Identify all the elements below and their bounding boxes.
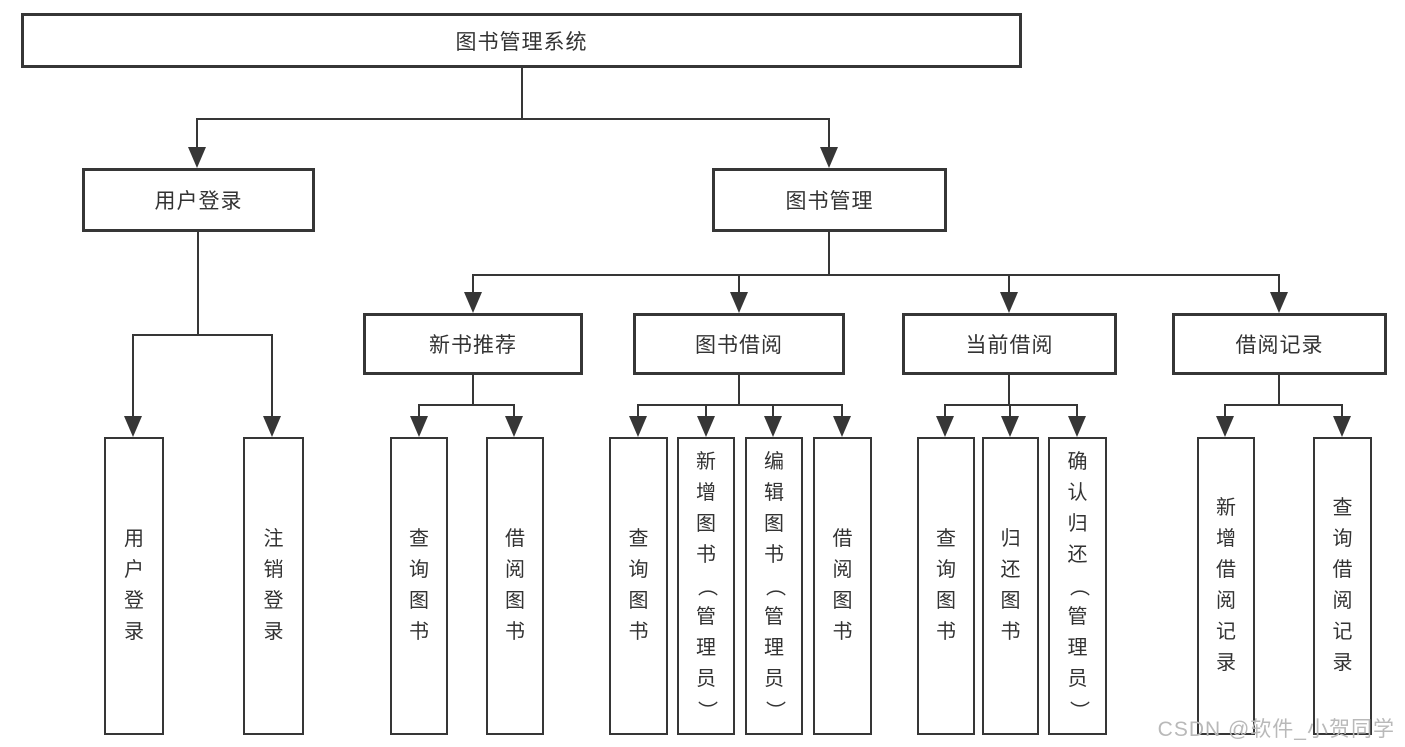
arrow-down-icon xyxy=(936,404,954,437)
arrow-down-icon xyxy=(188,118,206,168)
leaf-borrow-books: 借阅图书 xyxy=(813,437,872,735)
arrow-down-icon xyxy=(730,274,748,313)
node-book-borrow: 图书借阅 xyxy=(633,313,845,375)
node-book-management: 图书管理 xyxy=(712,168,947,232)
arrow-down-icon xyxy=(629,404,647,437)
connector-level3-branch xyxy=(472,274,1280,276)
csdn-watermark: CSDN @软件_小贺同学 xyxy=(1157,718,1395,741)
connector-level2-branch xyxy=(196,118,830,120)
leaf-logout: 注销登录 xyxy=(243,437,304,735)
leaf-query-books: 查询图书 xyxy=(390,437,448,735)
arrow-down-icon xyxy=(505,404,523,437)
arrow-down-icon xyxy=(464,274,482,313)
connector-book-mgmt-stem xyxy=(828,231,830,276)
leaf-edit-books-admin: 编辑图书（管理员） xyxy=(745,437,803,735)
connector-newbook-branch xyxy=(418,404,515,406)
connector-newbook-stem xyxy=(472,374,474,406)
connector-user-login-stem xyxy=(197,231,199,336)
arrow-down-icon xyxy=(410,404,428,437)
leaf-confirm-return-admin: 确认归还（管理员） xyxy=(1048,437,1107,735)
node-borrow-records: 借阅记录 xyxy=(1172,313,1387,375)
arrow-down-icon xyxy=(764,404,782,437)
arrow-down-icon xyxy=(833,404,851,437)
node-root-library-system: 图书管理系统 xyxy=(21,13,1022,68)
arrow-down-icon xyxy=(1270,274,1288,313)
leaf-borrow-books: 借阅图书 xyxy=(486,437,544,735)
connector-user-login-branch xyxy=(132,334,273,336)
leaf-add-borrow-record: 新增借阅记录 xyxy=(1197,437,1255,735)
connector-currentborrow-stem xyxy=(1008,374,1010,406)
node-new-book-recommend: 新书推荐 xyxy=(363,313,583,375)
connector-records-branch xyxy=(1224,404,1343,406)
arrow-down-icon xyxy=(1216,404,1234,437)
arrow-down-icon xyxy=(820,118,838,168)
leaf-query-books: 查询图书 xyxy=(917,437,975,735)
leaf-return-books: 归还图书 xyxy=(982,437,1039,735)
node-current-borrow: 当前借阅 xyxy=(902,313,1117,375)
connector-currentborrow-branch xyxy=(944,404,1078,406)
arrow-down-icon xyxy=(1001,404,1019,437)
connector-root-stem xyxy=(521,68,523,120)
connector-records-stem xyxy=(1278,374,1280,406)
leaf-user-login: 用户登录 xyxy=(104,437,164,735)
node-user-login: 用户登录 xyxy=(82,168,315,232)
leaf-query-borrow-record: 查询借阅记录 xyxy=(1313,437,1372,735)
connector-bookborrow-stem xyxy=(738,374,740,406)
connector-bookborrow-branch xyxy=(637,404,842,406)
leaf-query-books: 查询图书 xyxy=(609,437,668,735)
leaf-add-books-admin: 新增图书（管理员） xyxy=(677,437,735,735)
arrow-down-icon xyxy=(263,334,281,437)
arrow-down-icon xyxy=(697,404,715,437)
arrow-down-icon xyxy=(1000,274,1018,313)
arrow-down-icon xyxy=(1068,404,1086,437)
arrow-down-icon xyxy=(1333,404,1351,437)
arrow-down-icon xyxy=(124,334,142,437)
